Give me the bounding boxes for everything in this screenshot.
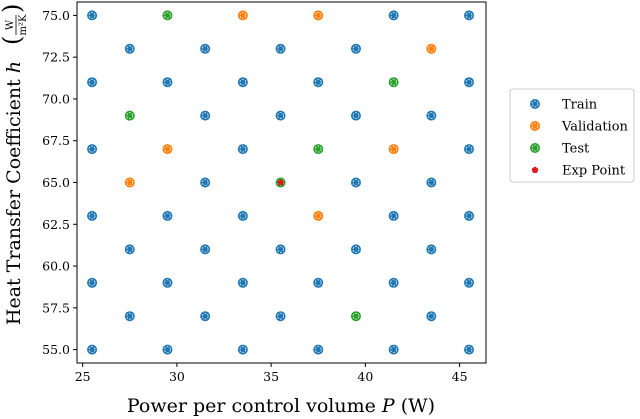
svg-text:Heat Transfer Coefficient h: Heat Transfer Coefficient h — [3, 61, 25, 325]
train-point — [200, 311, 211, 322]
test-point — [162, 10, 173, 21]
legend-item-test: Test — [530, 142, 590, 157]
circle-marker-icon — [530, 121, 540, 131]
validation-point — [162, 144, 173, 155]
test-point — [350, 311, 361, 322]
validation-point — [426, 43, 437, 54]
y-tick-label: 72.5 — [42, 50, 70, 65]
x-tick-label: 25 — [75, 369, 91, 384]
plot-area — [87, 10, 475, 355]
train-point — [237, 210, 248, 221]
y-tick-label: 62.5 — [42, 217, 70, 232]
train-point — [200, 110, 211, 121]
train-point — [87, 77, 98, 88]
train-point — [464, 10, 475, 21]
train-point — [464, 77, 475, 88]
train-point — [464, 210, 475, 221]
circle-marker-icon — [530, 99, 540, 109]
x-axis-label: Power per control volume P (W) — [127, 395, 435, 417]
train-point — [87, 144, 98, 155]
train-point — [313, 277, 324, 288]
train-point — [350, 177, 361, 188]
train-point — [162, 210, 173, 221]
x-tick-label: 35 — [263, 369, 279, 384]
test-point — [388, 77, 399, 88]
train-point — [275, 244, 286, 255]
x-tick-label: 40 — [357, 369, 373, 384]
y-axis-label: Heat Transfer Coefficient h ( W m²K ) — [0, 4, 29, 325]
train-point — [426, 244, 437, 255]
validation-point — [313, 10, 324, 21]
train-point — [200, 43, 211, 54]
train-point — [350, 43, 361, 54]
legend-item-train: Train — [530, 98, 598, 113]
paren-open: ( — [0, 36, 26, 45]
y-unit-numerator: W — [5, 19, 16, 30]
pentagon-marker-icon — [531, 166, 539, 173]
train-point — [464, 144, 475, 155]
train-point — [350, 110, 361, 121]
train-point — [426, 110, 437, 121]
train-point — [275, 110, 286, 121]
train-point — [162, 77, 173, 88]
train-point — [350, 244, 361, 255]
exp-point-marker — [277, 178, 284, 186]
test-point — [313, 144, 324, 155]
train-point — [275, 311, 286, 322]
x-tick-label: 30 — [169, 369, 185, 384]
train-point — [388, 10, 399, 21]
train-point — [124, 244, 135, 255]
validation-point — [124, 177, 135, 188]
train-point — [124, 311, 135, 322]
train-point — [426, 177, 437, 188]
train-point — [87, 10, 98, 21]
x-tick-label: 45 — [452, 369, 468, 384]
train-point — [313, 77, 324, 88]
validation-point — [313, 210, 324, 221]
y-unit-denominator: m²K — [18, 14, 29, 35]
x-axis: 25 30 35 40 45 — [75, 363, 468, 384]
legend-label: Test — [562, 142, 590, 157]
train-point — [237, 344, 248, 355]
train-point — [275, 43, 286, 54]
y-tick-label: 70.0 — [42, 91, 70, 106]
y-tick-label: 57.5 — [42, 300, 70, 315]
validation-point — [237, 10, 248, 21]
y-axis: 55.0 57.5 60.0 62.5 65.0 67.5 70.0 72.5 75.0 — [42, 8, 77, 357]
train-point — [388, 277, 399, 288]
y-tick-label: 67.5 — [42, 133, 70, 148]
y-tick-label: 65.0 — [42, 175, 70, 190]
train-point — [87, 344, 98, 355]
train-point — [464, 344, 475, 355]
legend-label: Exp Point — [562, 164, 626, 179]
legend-box — [509, 88, 635, 183]
train-point — [200, 244, 211, 255]
train-point — [388, 344, 399, 355]
train-point — [200, 177, 211, 188]
train-point — [426, 311, 437, 322]
train-point — [237, 277, 248, 288]
legend-label: Validation — [561, 120, 629, 135]
legend-item-exp-point: Exp Point — [531, 164, 626, 179]
test-point — [124, 110, 135, 121]
legend-item-validation: Validation — [530, 120, 629, 135]
train-point — [162, 277, 173, 288]
train-point — [464, 277, 475, 288]
train-point — [87, 210, 98, 221]
train-point — [124, 43, 135, 54]
circle-marker-icon — [530, 143, 540, 153]
train-point — [388, 210, 399, 221]
train-point — [237, 77, 248, 88]
train-point — [87, 277, 98, 288]
y-tick-label: 55.0 — [42, 342, 70, 357]
validation-point — [388, 144, 399, 155]
legend-label: Train — [562, 98, 598, 113]
y-tick-label: 75.0 — [42, 8, 70, 23]
train-point — [313, 344, 324, 355]
paren-close: ) — [0, 4, 26, 13]
y-tick-label: 60.0 — [42, 259, 70, 274]
train-point — [162, 344, 173, 355]
train-point — [237, 144, 248, 155]
